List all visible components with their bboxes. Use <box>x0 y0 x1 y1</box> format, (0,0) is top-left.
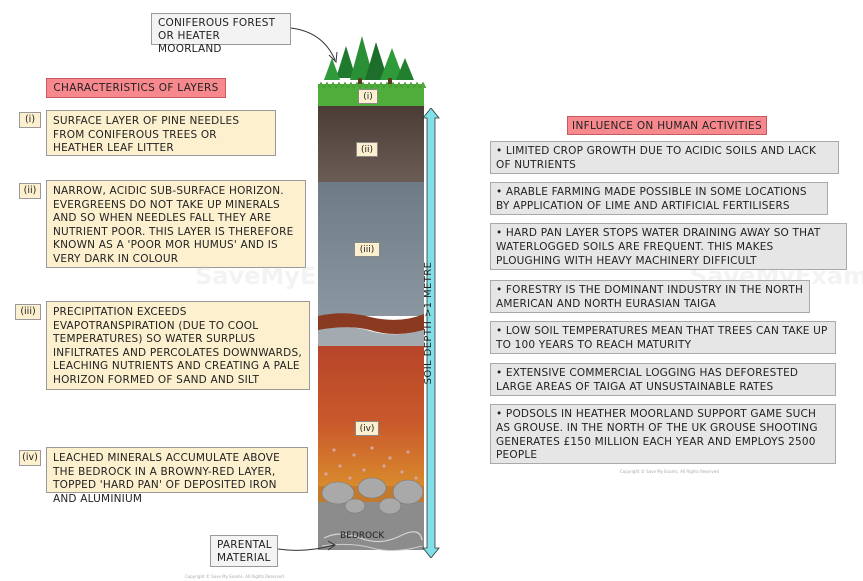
influence-item: • LIMITED CROP GROWTH DUE TO ACIDIC SOIL… <box>490 141 839 174</box>
influence-item: • PODSOLS IN HEATHER MOORLAND SUPPORT GA… <box>490 404 836 464</box>
layer-tag-ii: (ii) <box>19 183 41 199</box>
layer-desc-iii: PRECIPITATION EXCEEDS EVAPOTRANSPIRATION… <box>46 301 310 390</box>
layer-desc-iv: LEACHED MINERALS ACCUMULATE ABOVE THE BE… <box>46 447 308 505</box>
copyright-right: Copyright © Save My Exams. All Rights Re… <box>620 469 719 474</box>
rock-icon <box>321 477 424 515</box>
depth-arrow <box>422 108 440 558</box>
profile-label-i: (i) <box>358 89 378 104</box>
influence-item: • HARD PAN LAYER STOPS WATER DRAINING AW… <box>490 223 847 270</box>
layer-desc-ii: NARROW, ACIDIC SUB-SURFACE HORIZON. EVER… <box>46 180 306 268</box>
vegetation-callout: CONIFEROUS FOREST OR HEATER MOORLAND <box>151 13 291 55</box>
soil-profile <box>317 36 427 552</box>
layer-tag-iv: (iv) <box>19 450 41 466</box>
callout-arrow <box>290 27 338 64</box>
influence-item: • FORESTRY IS THE DOMINANT INDUSTRY IN T… <box>490 280 810 313</box>
parental-material-callout: PARENTAL MATERIAL <box>210 535 278 567</box>
influence-item: • ARABLE FARMING MADE POSSIBLE IN SOME L… <box>490 182 828 215</box>
copyright-bottom: Copyright © Save My Exams. All Rights Re… <box>185 574 284 579</box>
bedrock-label: BEDROCK <box>340 531 385 541</box>
characteristics-header: CHARACTERISTICS OF LAYERS <box>46 78 226 98</box>
influence-item: • LOW SOIL TEMPERATURES MEAN THAT TREES … <box>490 321 836 354</box>
influence-header: INFLUENCE ON HUMAN ACTIVITIES <box>567 116 767 135</box>
influence-item: • EXTENSIVE COMMERCIAL LOGGING HAS DEFOR… <box>490 363 836 396</box>
tree-icon <box>324 36 414 88</box>
layer-tag-i: (i) <box>19 112 41 128</box>
profile-label-ii: (ii) <box>356 142 378 157</box>
layer-tag-iii: (iii) <box>15 304 41 320</box>
profile-label-iii: (iii) <box>354 242 380 257</box>
soil-depth-label: SOIL DEPTH >1 METRE <box>423 261 434 385</box>
layer-desc-i: SURFACE LAYER OF PINE NEEDLES FROM CONIF… <box>46 110 276 156</box>
parental-arrow <box>277 540 336 551</box>
profile-label-iv: (iv) <box>355 421 379 436</box>
